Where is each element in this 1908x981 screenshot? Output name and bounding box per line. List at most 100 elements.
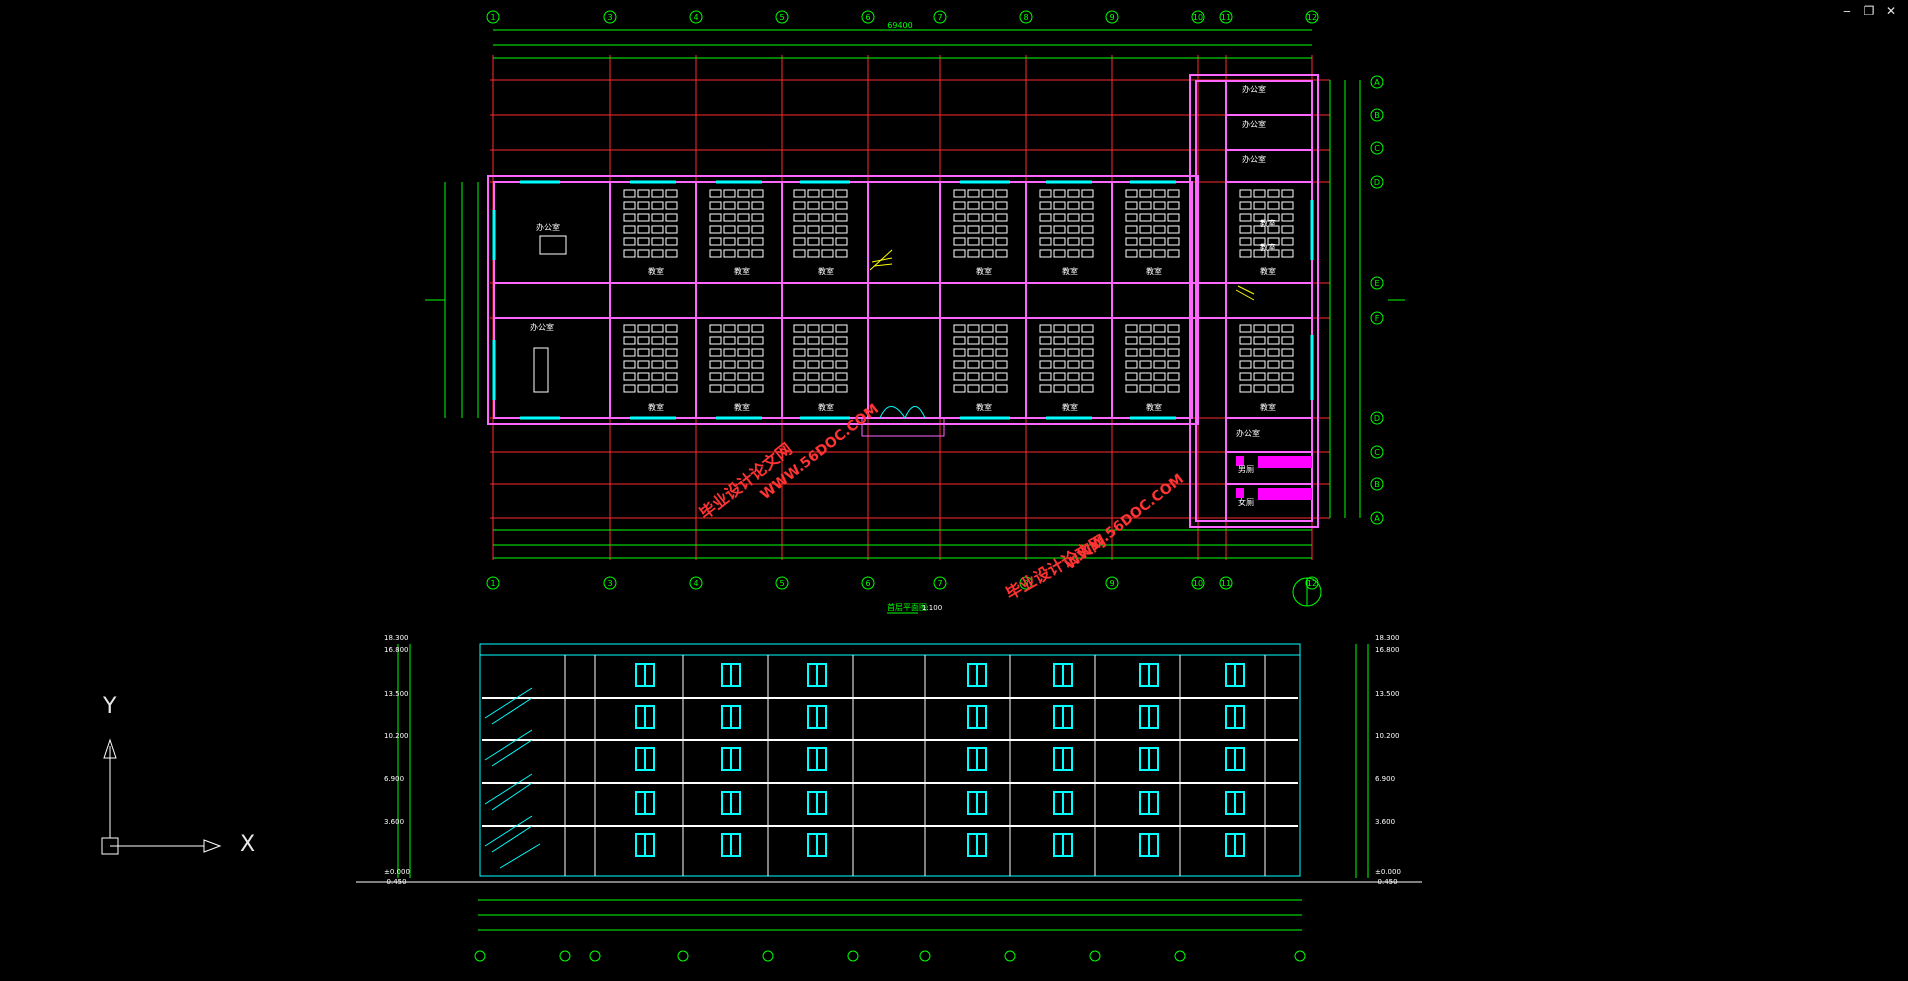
desk [835, 336, 848, 345]
desk [981, 201, 994, 210]
desk [953, 348, 966, 357]
desk [1125, 324, 1138, 333]
desk [751, 336, 764, 345]
desk [709, 372, 722, 381]
desk [623, 336, 636, 345]
restore-button[interactable]: ❐ [1863, 4, 1875, 18]
svg-text:3.600: 3.600 [1375, 818, 1395, 826]
section-outline [479, 643, 1301, 877]
svg-text:-0.450: -0.450 [384, 878, 407, 886]
desk [1053, 189, 1066, 198]
desk [665, 189, 678, 198]
desk [821, 360, 834, 369]
desk [793, 249, 806, 258]
desk [1167, 324, 1180, 333]
desk [723, 225, 736, 234]
desk [981, 213, 994, 222]
desk [723, 336, 736, 345]
desk [821, 348, 834, 357]
desk [1153, 384, 1166, 393]
section-windows [635, 663, 1245, 857]
plan-axis-bubbles-top [486, 10, 1319, 24]
desk [1067, 336, 1080, 345]
desk [1125, 189, 1138, 198]
desk [1239, 324, 1252, 333]
desk [1167, 201, 1180, 210]
section-level-labels: 18.300 16.800 13.500 10.200 6.900 3.600 … [384, 634, 1401, 886]
svg-text:8: 8 [1023, 13, 1028, 22]
desk [835, 360, 848, 369]
desk [835, 348, 848, 357]
desk [1167, 360, 1180, 369]
close-button[interactable]: ✕ [1885, 4, 1897, 18]
desk [1081, 213, 1094, 222]
desk [623, 249, 636, 258]
desk [737, 336, 750, 345]
desk [1153, 189, 1166, 198]
desk [709, 201, 722, 210]
desk [665, 348, 678, 357]
desk [807, 372, 820, 381]
desk [1239, 201, 1252, 210]
desk [1139, 189, 1152, 198]
desk [821, 324, 834, 333]
desk [723, 213, 736, 222]
classroom-desks [623, 189, 1294, 393]
desk [1153, 225, 1166, 234]
desk [1281, 324, 1294, 333]
desk [1253, 237, 1266, 246]
desk [995, 324, 1008, 333]
desk [1139, 336, 1152, 345]
desk [737, 213, 750, 222]
desk [1239, 213, 1252, 222]
room-label: 办公室 [536, 222, 560, 232]
desk [637, 360, 650, 369]
desk [995, 189, 1008, 198]
svg-text:10: 10 [1193, 579, 1203, 588]
desk [1039, 360, 1052, 369]
section-columns [564, 655, 1266, 876]
desk [821, 372, 834, 381]
desk [1067, 372, 1080, 381]
desk [709, 336, 722, 345]
desk [1081, 348, 1094, 357]
desk [1125, 384, 1138, 393]
desk [995, 372, 1008, 381]
desk [751, 324, 764, 333]
desk [751, 237, 764, 246]
desk [995, 237, 1008, 246]
desk [1281, 384, 1294, 393]
desk [1039, 189, 1052, 198]
desk [665, 372, 678, 381]
desk [1153, 372, 1166, 381]
plan-windows [492, 180, 1314, 420]
desk [981, 336, 994, 345]
desk [1153, 249, 1166, 258]
desk [1125, 213, 1138, 222]
desk [953, 225, 966, 234]
desk [953, 213, 966, 222]
svg-text:12: 12 [1307, 579, 1317, 588]
desk [1153, 213, 1166, 222]
desk [665, 201, 678, 210]
desk [821, 237, 834, 246]
desk [835, 201, 848, 210]
desk [821, 384, 834, 393]
plan-axis-grid [490, 55, 1330, 560]
desk [1253, 336, 1266, 345]
desk [1053, 324, 1066, 333]
desk [1167, 372, 1180, 381]
desk [1139, 249, 1152, 258]
desk [995, 336, 1008, 345]
desk [737, 360, 750, 369]
desk [637, 348, 650, 357]
desk [1239, 225, 1252, 234]
desk [1267, 336, 1280, 345]
desk [637, 213, 650, 222]
minimize-button[interactable]: ‒ [1843, 4, 1851, 18]
desk [807, 360, 820, 369]
desk [1253, 360, 1266, 369]
desk [1267, 213, 1280, 222]
svg-text:18.300: 18.300 [1375, 634, 1400, 642]
